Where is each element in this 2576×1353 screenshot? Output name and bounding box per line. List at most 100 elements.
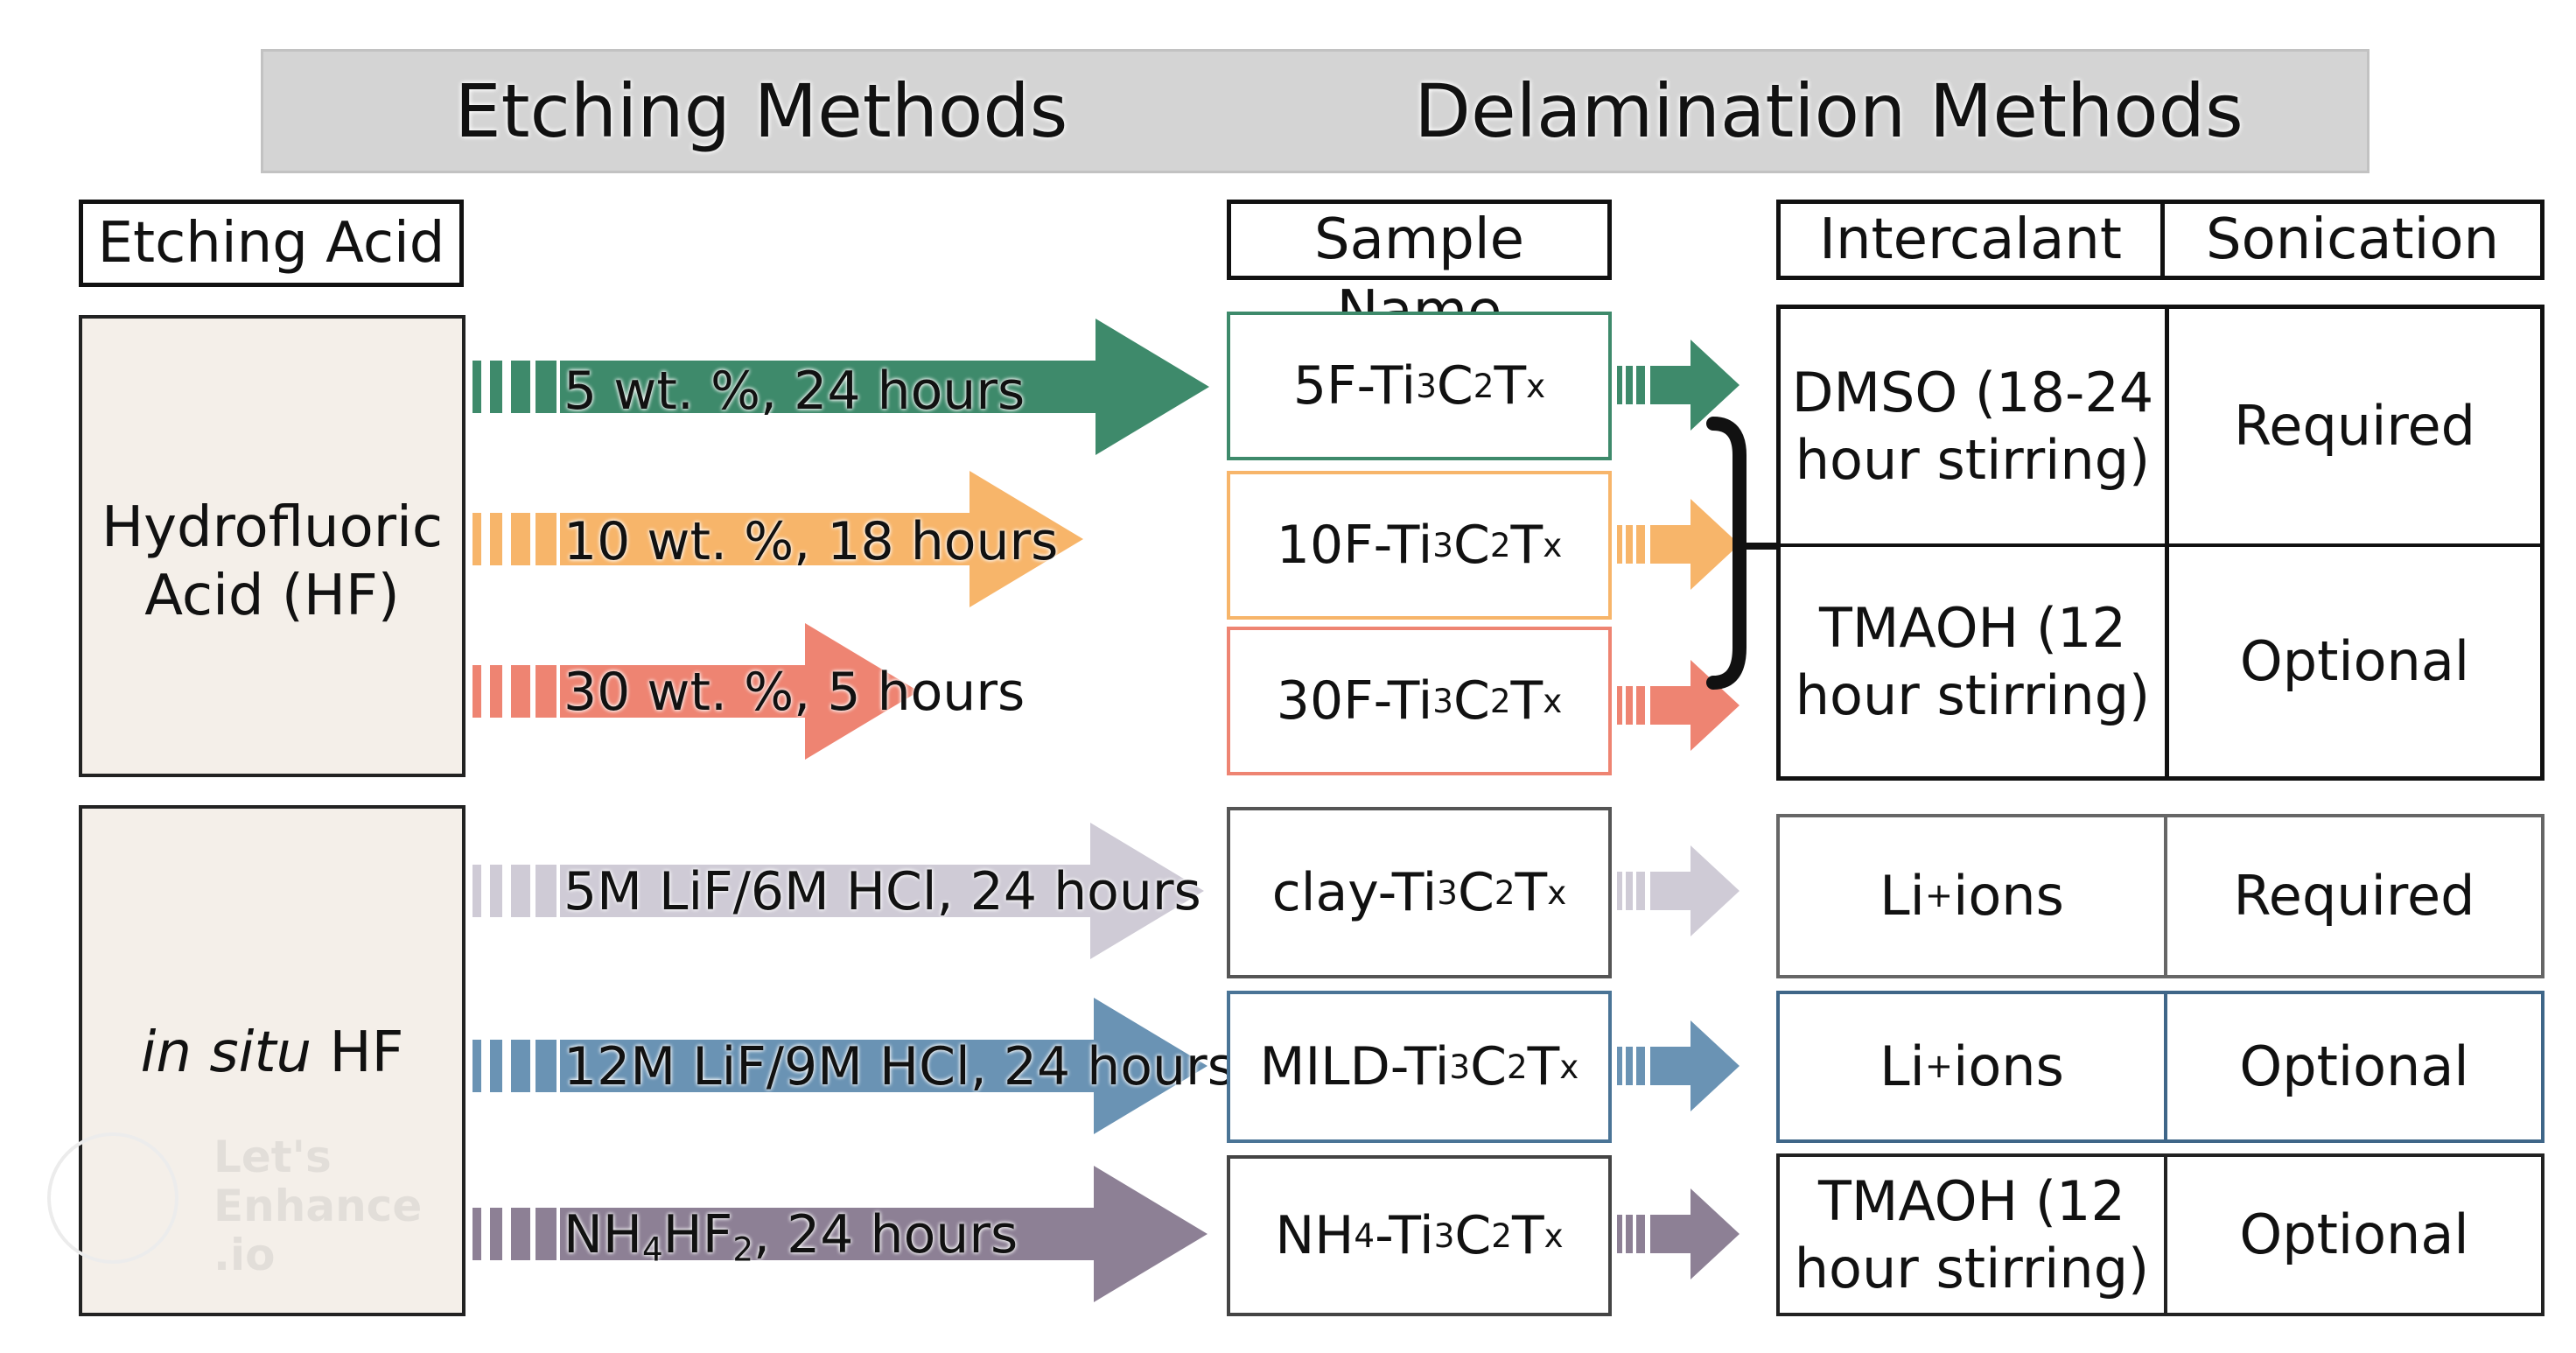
etch-arrow-dash-nh4hf2 [511, 1208, 530, 1260]
delam-arrow-dash-5m-lif [1626, 872, 1633, 910]
column-divider [2165, 309, 2169, 776]
bracket-line [1706, 417, 1746, 690]
delam-arrow-dash-12m-lif [1636, 1047, 1645, 1085]
etch-arrow-10wt [560, 471, 1083, 607]
hydrofluoric-acid-label: Hydrofluoric Acid (HF) [102, 495, 443, 629]
delam-row-clay: Li+ ions Required [1776, 814, 2544, 978]
etch-arrow-dash-30wt [536, 665, 556, 718]
delam-arrow-10wt [1650, 499, 1740, 590]
etch-label-nh4hf2: NH4HF2, 24 hours [564, 1204, 1018, 1269]
etch-arrows-group [472, 319, 1209, 1302]
sonication-li-1: Required [2167, 817, 2541, 975]
etch-arrow-dash-5wt [511, 361, 530, 413]
in-situ-hf-label: in situ HF [140, 1020, 404, 1085]
etch-arrow-5m-lif [560, 823, 1204, 959]
row-divider [1781, 543, 2540, 547]
etch-arrow-dash-30wt [490, 665, 502, 718]
etch-label-5wt: 5 wt. %, 24 hours [564, 361, 1026, 422]
delam-arrow-dash-5wt [1626, 366, 1633, 404]
sonication-li-2: Optional [2167, 994, 2541, 1139]
etch-arrow-dash-10wt [490, 513, 502, 565]
etch-arrow-dash-12m-lif [536, 1040, 556, 1092]
delamination-header-row: Intercalant Sonication [1776, 200, 2544, 280]
etch-arrow-5wt [560, 319, 1209, 455]
etch-arrow-dash-5m-lif [490, 865, 502, 917]
watermark-logo-icon [47, 1132, 178, 1264]
intercalant-li-1: Li+ ions [1780, 817, 2164, 975]
delam-arrow-dash-12m-lif [1617, 1047, 1622, 1085]
sonication-tmaoh-hf: Optional [2169, 547, 2540, 776]
etch-arrow-dash-10wt [511, 513, 530, 565]
etch-arrow-dash-10wt [536, 513, 556, 565]
delam-arrow-dash-10wt [1617, 525, 1622, 564]
etch-arrow-dash-nh4hf2 [490, 1208, 502, 1260]
delam-arrow-dash-12m-lif [1626, 1047, 1633, 1085]
column-divider [2164, 1157, 2167, 1313]
etch-arrow-dash-12m-lif [490, 1040, 502, 1092]
delam-arrow-dash-nh4hf2 [1617, 1215, 1622, 1253]
etch-arrow-dash-12m-lif [472, 1040, 481, 1092]
etch-arrow-dash-5wt [472, 361, 481, 413]
sample-name-header: Sample Name [1227, 200, 1612, 344]
delam-arrow-dash-30wt [1626, 686, 1633, 725]
column-divider [2164, 994, 2167, 1139]
etching-acid-header: Etching Acid [79, 200, 464, 287]
etch-arrow-dash-nh4hf2 [472, 1208, 481, 1260]
delam-arrow-dash-10wt [1636, 525, 1645, 564]
etch-arrow-dash-30wt [472, 665, 481, 718]
intercalant-li-2: Li+ ions [1780, 994, 2164, 1139]
delam-arrow-5wt [1650, 340, 1740, 431]
etch-arrow-dash-5m-lif [536, 865, 556, 917]
delam-arrow-12m-lif [1650, 1020, 1740, 1111]
etch-arrow-dash-30wt [511, 665, 530, 718]
delam-arrow-30wt [1650, 660, 1740, 751]
etch-arrow-dash-5wt [536, 361, 556, 413]
etch-arrow-dash-12m-lif [511, 1040, 530, 1092]
delam-arrow-dash-10wt [1626, 525, 1633, 564]
etching-methods-title: Etching Methods [454, 68, 1068, 154]
delam-row-mild: Li+ ions Optional [1776, 991, 2544, 1143]
delamination-methods-title: Delamination Methods [1414, 68, 2244, 154]
etch-arrow-dash-5wt [490, 361, 502, 413]
title-banner [261, 49, 2370, 173]
etch-arrow-dash-10wt [472, 513, 481, 565]
delam-arrow-dash-nh4hf2 [1636, 1215, 1645, 1253]
etch-arrow-dash-nh4hf2 [536, 1208, 556, 1260]
column-divider [2164, 817, 2167, 975]
etch-label-10wt: 10 wt. %, 18 hours [564, 511, 1059, 572]
delam-arrow-dash-30wt [1617, 686, 1622, 725]
delam-arrow-dash-5wt [1617, 366, 1622, 404]
sonication-tmaoh-nh4: Optional [2167, 1157, 2541, 1313]
etch-arrow-30wt [560, 623, 919, 760]
delam-arrow-dash-5wt [1636, 366, 1645, 404]
delam-arrow-dash-30wt [1636, 686, 1645, 725]
delam-arrow-dash-nh4hf2 [1626, 1215, 1633, 1253]
delamination-arrows-group [1617, 340, 1740, 1279]
sonication-dmso: Required [2169, 309, 2540, 543]
delam-arrow-nh4hf2 [1650, 1188, 1740, 1279]
intercalant-header: Intercalant [1776, 200, 2165, 280]
etch-label-30wt: 30 wt. %, 5 hours [564, 662, 1026, 723]
etch-arrow-12m-lif [560, 998, 1208, 1134]
etch-label-12m-lif: 12M LiF/9M HCl, 24 hours [564, 1036, 1235, 1097]
etch-label-5m-lif: 5M LiF/6M HCl, 24 hours [564, 861, 1201, 922]
delam-arrow-5m-lif [1650, 845, 1740, 936]
delam-arrow-dash-5m-lif [1617, 872, 1622, 910]
etch-arrow-dash-5m-lif [511, 865, 530, 917]
etch-arrow-dash-5m-lif [472, 865, 481, 917]
delam-arrow-dash-5m-lif [1636, 872, 1645, 910]
hydrofluoric-acid-group: Hydrofluoric Acid (HF) [79, 315, 466, 777]
etch-arrow-nh4hf2 [560, 1166, 1208, 1302]
sonication-header: Sonication [2160, 200, 2544, 280]
